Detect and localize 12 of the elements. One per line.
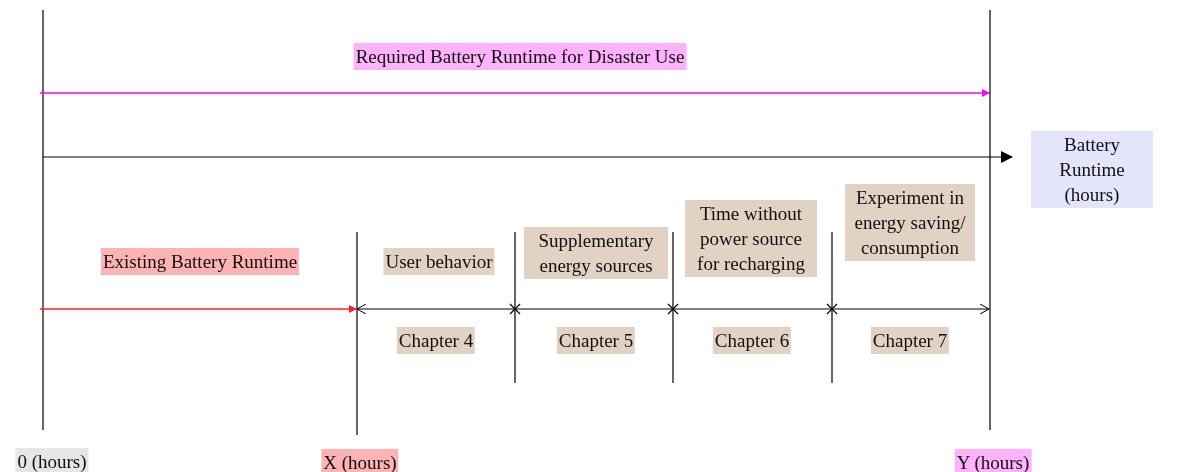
topic-label: Experiment in energy saving/ consumption	[845, 184, 975, 261]
topic-label: User behavior	[383, 248, 495, 275]
chapter-label: Chapter 6	[712, 327, 792, 354]
chapter-label: Chapter 7	[870, 327, 950, 354]
chapter-label: Chapter 5	[556, 327, 636, 354]
topic-label: Time without power source for recharging	[685, 200, 817, 277]
axis-label: Battery Runtime (hours)	[1031, 131, 1153, 208]
range-label: Required Battery Runtime for Disaster Use	[353, 43, 687, 70]
chapter-label: Chapter 4	[396, 327, 476, 354]
topic-label: Supplementary energy sources	[524, 227, 668, 279]
range-label: Existing Battery Runtime	[100, 248, 300, 275]
time-label: 0 (hours)	[15, 448, 89, 472]
